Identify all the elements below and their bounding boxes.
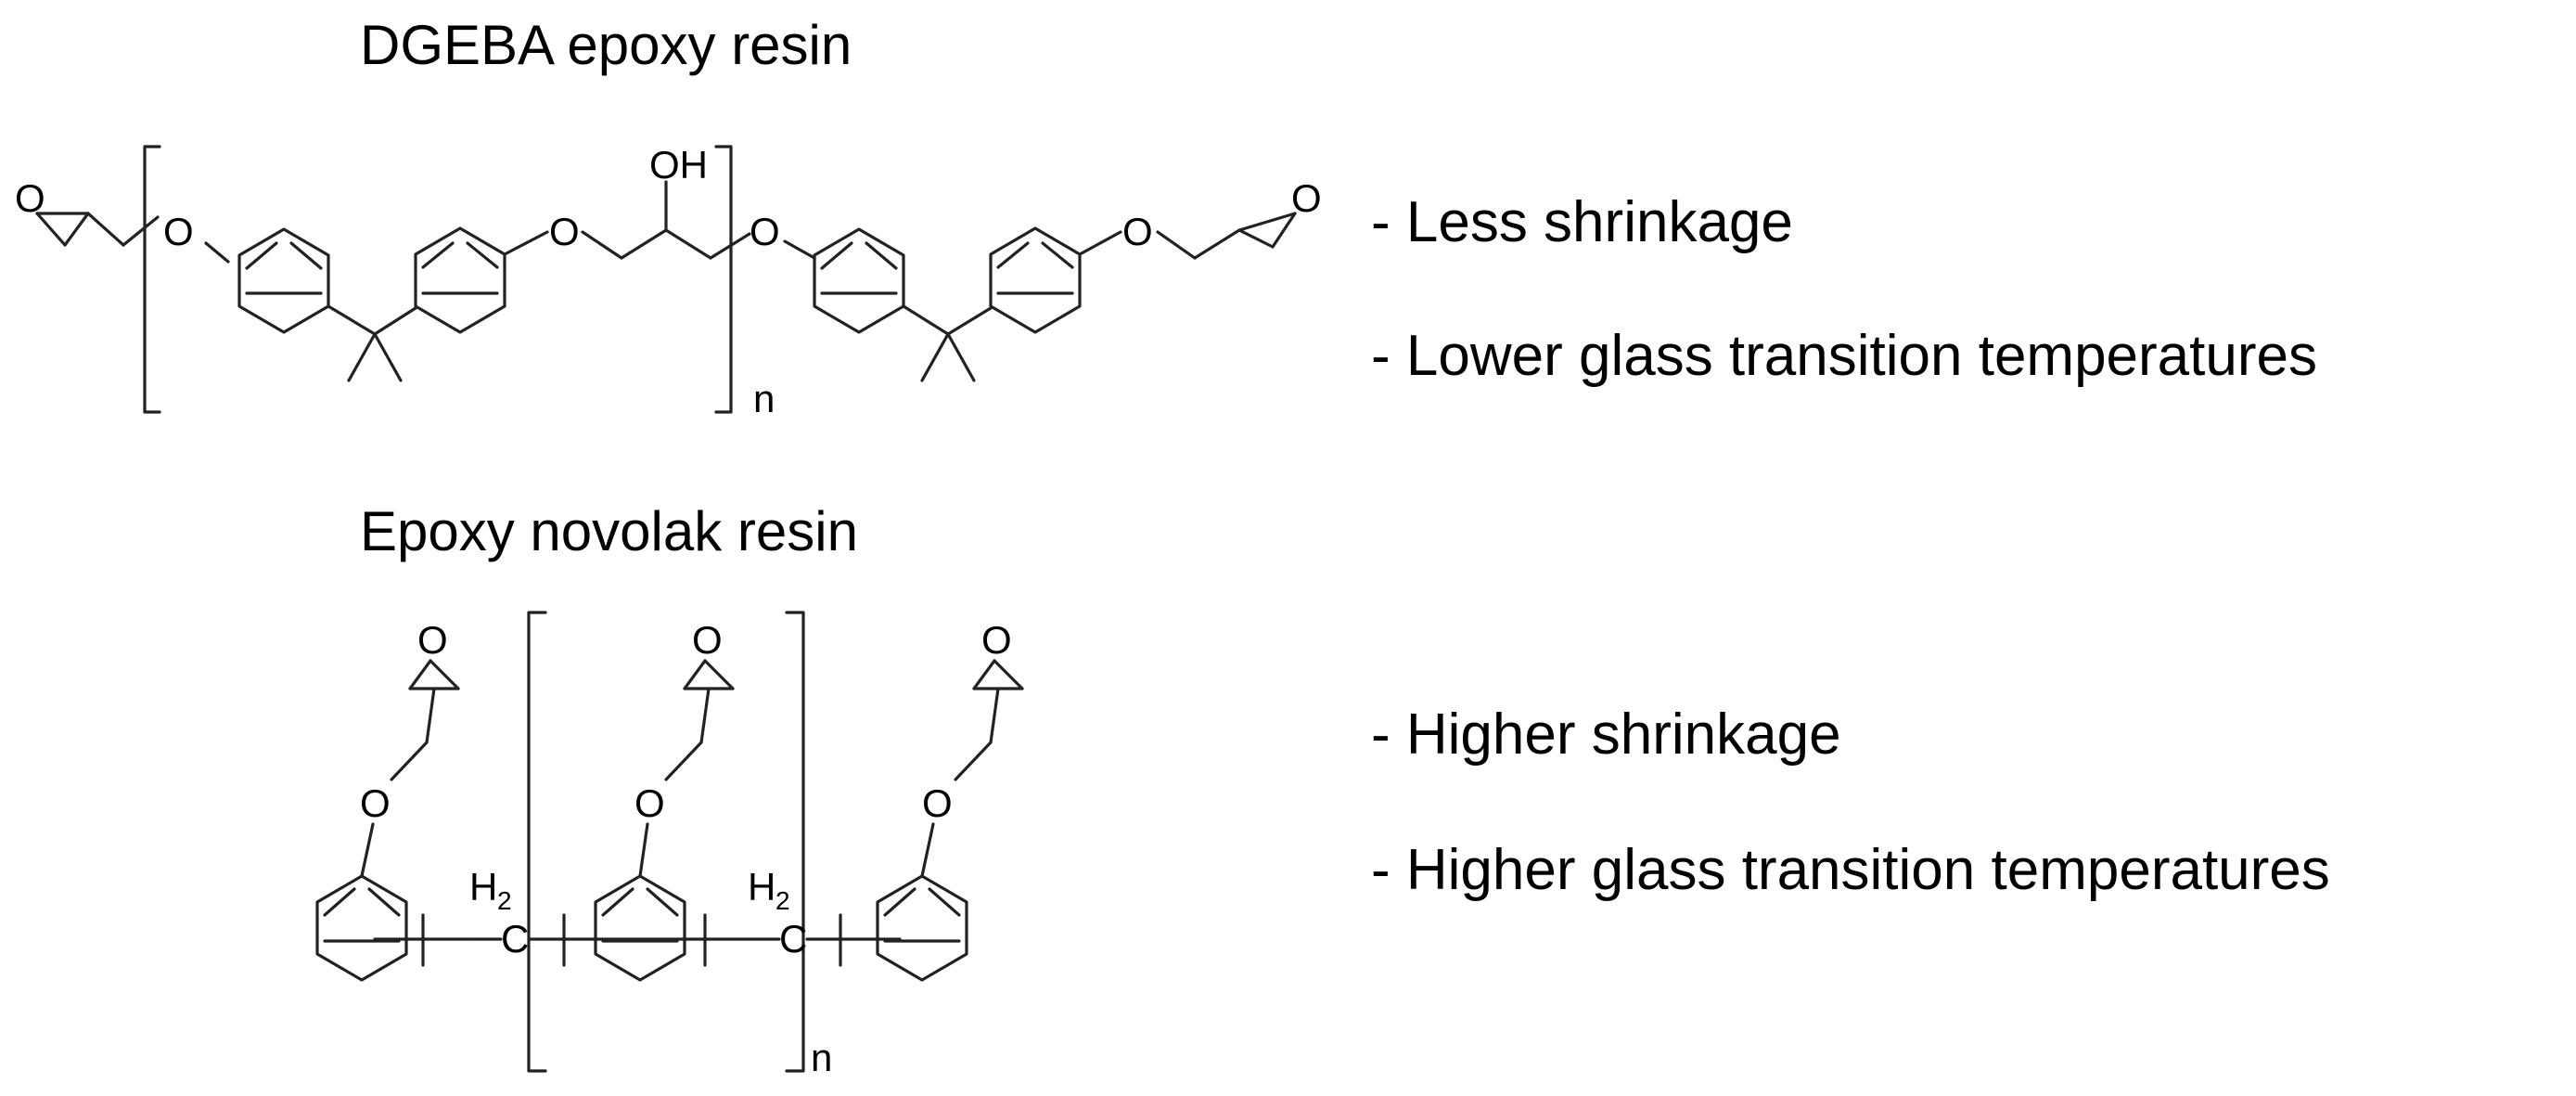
dgeba-structure: O O O OH O O O n [15,143,1322,420]
dgeba-oxygen-ether-4: O [1122,210,1153,253]
novolak-epoxide-oxygen-3: O [981,618,1012,662]
novolak-methylene-c-2: C [779,917,807,961]
dgeba-oxygen-ether-1: O [163,210,194,253]
dgeba-hydroxyl: OH [649,143,708,187]
dgeba-property-shrinkage: - Less shrinkage [1371,190,1793,254]
novolak-structure: O O O O O O H 2 C H 2 C n [315,611,1024,1079]
dgeba-oxygen-ether-3: O [750,210,780,253]
novolak-methylene-c-1: C [501,917,529,961]
novolak-methylene-h-2: H [748,865,775,909]
dgeba-property-tg: - Lower glass transition temperatures [1371,324,2318,388]
novolak-property-shrinkage: - Higher shrinkage [1371,703,1841,767]
novolak-property-tg: - Higher glass transition temperatures [1371,838,2330,902]
dgeba-title: DGEBA epoxy resin [360,14,852,76]
dgeba-oxygen-ether-2: O [549,210,580,253]
novolak-ether-oxygen-1: O [360,781,391,825]
novolak-methylene-h-1: H [469,865,497,909]
novolak-epoxide-oxygen-2: O [692,618,723,662]
novolak-methylene-sub-1: 2 [497,886,512,915]
novolak-methylene-sub-2: 2 [775,886,790,915]
novolak-repeat-n: n [811,1036,832,1079]
dgeba-oxygen-epoxide-left: O [15,176,45,220]
dgeba-oxygen-epoxide-right: O [1291,176,1322,220]
dgeba-repeat-n: n [753,377,775,420]
novolak-title: Epoxy novolak resin [360,500,858,562]
novolak-ether-oxygen-2: O [634,781,665,825]
novolak-ether-oxygen-3: O [922,781,953,825]
novolak-epoxide-oxygen-1: O [417,618,448,662]
